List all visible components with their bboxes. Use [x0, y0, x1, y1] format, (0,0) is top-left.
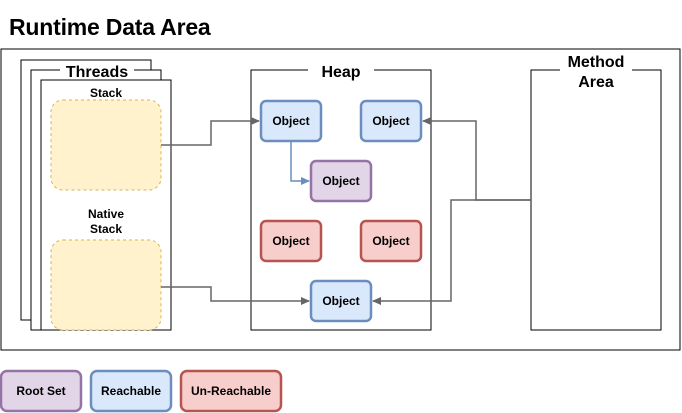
object-node-3	[309, 159, 373, 203]
object-label-3: Object	[322, 174, 359, 188]
stack-box	[50, 99, 162, 191]
legend-root-set-label: Root Set	[16, 384, 65, 398]
stack-label: Stack	[90, 86, 122, 100]
edge-method-area-to-object-6	[372, 199, 531, 305]
edge-object-1-to-object-3	[290, 141, 310, 185]
native-stack-label-line1: Native	[88, 207, 124, 221]
diagram-title: Runtime Data Area	[9, 14, 211, 40]
object-node-2	[359, 99, 423, 143]
object-label-4: Object	[272, 234, 309, 248]
object-node-5	[359, 219, 423, 263]
method-area-frame	[530, 69, 662, 331]
edge-native-stack-to-object-6	[161, 286, 310, 305]
legend-unreachable-label: Un-Reachable	[191, 384, 271, 398]
method-area-label-line2: Area	[578, 74, 614, 91]
method-area-label-line1: Method	[568, 54, 625, 71]
object-label-6: Object	[322, 294, 359, 308]
legend-root-set	[0, 369, 83, 413]
method-area-label-bg	[560, 52, 632, 90]
edge-stack-to-object-1	[161, 117, 260, 146]
object-label-5: Object	[372, 234, 409, 248]
native-stack-box	[50, 239, 162, 331]
legend-reachable-label: Reachable	[101, 384, 161, 398]
legend-reachable	[89, 369, 173, 413]
heap-label-bg	[308, 62, 374, 78]
heap-label: Heap	[321, 64, 360, 81]
native-stack-label-line2: Stack	[90, 222, 122, 236]
threads-label-bg	[60, 61, 134, 79]
threads-label: Threads	[66, 64, 128, 81]
object-node-4	[259, 219, 323, 263]
object-label-2: Object	[372, 114, 409, 128]
object-node-1	[259, 99, 323, 143]
legend-unreachable	[179, 369, 283, 413]
object-node-6	[309, 279, 373, 323]
object-label-1: Object	[272, 114, 309, 128]
